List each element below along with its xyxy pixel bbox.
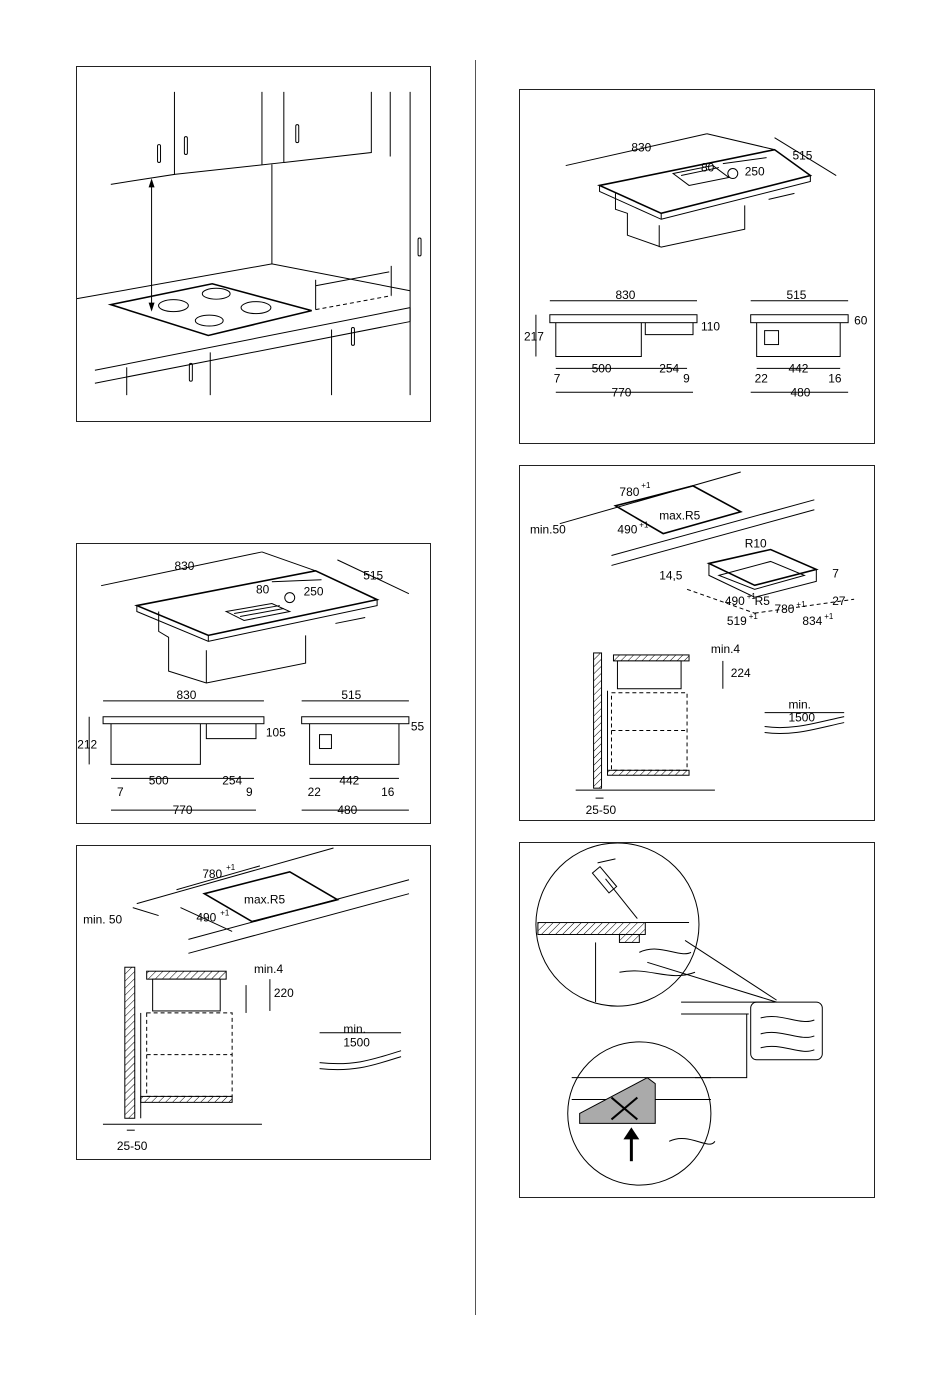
- cable-length-right: 1500: [788, 711, 815, 725]
- front-recess-right: 110: [701, 320, 720, 334]
- flush-radius-outer: R10: [745, 537, 767, 551]
- cutout-corner: max.R5: [244, 893, 285, 907]
- cutout-edge: min. 50: [83, 913, 122, 927]
- iso-depth-right: 515: [792, 149, 812, 163]
- cutout-corner-right: max.R5: [659, 509, 700, 523]
- iso-length-right: 830: [631, 141, 651, 155]
- side-right: 16: [381, 785, 395, 799]
- dimensions-panel-left: 830 515 80 250 830 212 105 500 254 7 9 7…: [76, 543, 431, 824]
- front-right: 9: [246, 785, 253, 799]
- front-height: 212: [77, 738, 97, 752]
- iso-width-right: 250: [745, 165, 765, 179]
- iso-offset: 80: [256, 583, 270, 597]
- cutout-wall-right: 25-50: [586, 803, 617, 817]
- cutout-length-right: 780: [619, 485, 639, 499]
- cutout-depth: 490: [196, 911, 216, 925]
- iso-length: 830: [175, 559, 195, 573]
- sealant-panel: [519, 842, 875, 1198]
- side-top-right: 60: [854, 314, 868, 328]
- flush-inner-radius: R5: [755, 594, 771, 608]
- flush-inner-len-tol: +1: [796, 600, 806, 609]
- cable-length: 1500: [343, 1036, 370, 1050]
- flush-offset: 14,5: [659, 568, 683, 582]
- front-width: 830: [177, 688, 197, 702]
- cutout-depth-tol: +1: [220, 909, 230, 918]
- flush-outer-len-tol: +1: [824, 612, 834, 621]
- front-a-right: 500: [592, 361, 612, 375]
- cutout-edge-right: min.50: [530, 523, 566, 537]
- front-total: 770: [173, 803, 193, 817]
- cutout-length: 780: [202, 867, 222, 881]
- cutout-drawing-left: 780 +1 max.R5 490 +1 min. 50 min.4 220 2…: [77, 846, 430, 1159]
- flush-outer-len: 834: [802, 614, 822, 628]
- flush-outer-depth-tol: +1: [749, 612, 759, 621]
- kitchen-illustration: [77, 67, 430, 421]
- front-width-right: 830: [615, 288, 635, 302]
- front-right-right: 9: [683, 371, 690, 385]
- cutout-gap: min.4: [254, 962, 283, 976]
- flush-outer-depth: 519: [727, 614, 747, 628]
- front-b: 254: [222, 773, 242, 787]
- front-a: 500: [149, 773, 169, 787]
- iso-offset-right: 80: [701, 161, 715, 175]
- dimensions-drawing-left: 830 515 80 250 830 212 105 500 254 7 9 7…: [77, 544, 430, 823]
- cable-min-right: min.: [788, 698, 811, 712]
- iso-depth: 515: [363, 569, 383, 583]
- column-divider: [475, 60, 476, 1315]
- cable-min: min.: [343, 1022, 366, 1036]
- cutout-wall: 25-50: [117, 1139, 148, 1153]
- cutout-length-tol-right: +1: [641, 481, 651, 490]
- front-recess: 105: [266, 726, 286, 740]
- kitchen-overview-panel: [76, 66, 431, 422]
- cutout-depth-right: 490: [617, 523, 637, 537]
- cutout-panel-left: 780 +1 max.R5 490 +1 min. 50 min.4 220 2…: [76, 845, 431, 1160]
- front-height-right: 217: [524, 330, 544, 344]
- cutout-length-tol: +1: [226, 863, 236, 872]
- front-left-right: 7: [554, 371, 561, 385]
- side-width: 515: [341, 688, 361, 702]
- side-mid: 442: [339, 773, 359, 787]
- front-total-right: 770: [611, 385, 631, 399]
- sealant-drawing: [520, 843, 874, 1197]
- front-b-right: 254: [659, 361, 679, 375]
- dimensions-panel-right: 830 515 80 250 830 217 110 500 254 7 9 7…: [519, 89, 875, 444]
- side-top: 55: [411, 720, 425, 734]
- side-total: 480: [337, 803, 357, 817]
- iso-width: 250: [304, 585, 324, 599]
- front-left: 7: [117, 785, 124, 799]
- cutout-gap-right: min.4: [711, 642, 741, 656]
- side-left-right: 22: [755, 371, 769, 385]
- cutout-depth-under-right: 224: [731, 666, 751, 680]
- dimensions-drawing-right: 830 515 80 250 830 217 110 500 254 7 9 7…: [520, 90, 874, 443]
- side-mid-right: 442: [788, 361, 808, 375]
- cutout-drawing-right: 780 +1 max.R5 490 +1 min.50 R10 7 14,5 4…: [520, 466, 874, 820]
- flush-lip: 7: [832, 566, 839, 580]
- side-right-right: 16: [828, 371, 842, 385]
- side-width-right: 515: [786, 288, 806, 302]
- cutout-depth-tol-right: +1: [639, 521, 649, 530]
- cutout-depth-under: 220: [274, 986, 294, 1000]
- side-total-right: 480: [790, 385, 810, 399]
- cutout-panel-right: 780 +1 max.R5 490 +1 min.50 R10 7 14,5 4…: [519, 465, 875, 821]
- side-left: 22: [308, 785, 322, 799]
